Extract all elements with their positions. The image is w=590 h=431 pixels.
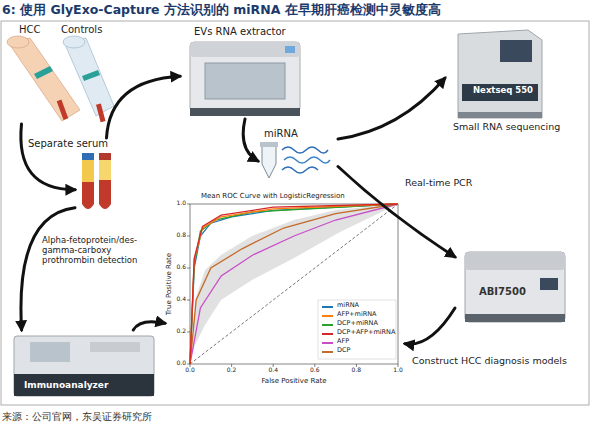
diagram-node: Separate serum xyxy=(75,138,120,220)
diagram-node: ABI7500 xyxy=(455,240,570,325)
pcr-machine xyxy=(465,252,565,322)
axis-label: 0.4 xyxy=(263,367,283,374)
axis-label: 0.8 xyxy=(346,367,366,374)
mirna-tube xyxy=(260,142,330,178)
diagram-node: HCC Controls xyxy=(5,24,115,124)
axis-label: False Positive Rate xyxy=(261,377,326,385)
node-label: Small RNA sequencing xyxy=(453,122,560,133)
node-label: Mean ROC Curve with LogisticRegression xyxy=(201,192,345,200)
legend-swatch xyxy=(322,351,333,353)
sequencer-machine xyxy=(458,30,542,118)
flow-arrow xyxy=(21,124,75,190)
axis-label: 1.0 xyxy=(166,200,186,207)
arm-illustration xyxy=(7,36,114,122)
flow-arrow xyxy=(21,208,75,330)
legend-swatch xyxy=(322,324,333,326)
diagram-node: miRNA xyxy=(258,128,338,183)
flow-arrow xyxy=(107,76,181,138)
legend-text: miRNA xyxy=(337,302,359,309)
axis-label: 0.2 xyxy=(222,367,242,374)
immunoanalyzer-machine xyxy=(14,336,154,396)
flow-arrow xyxy=(338,78,445,139)
node-label: Separate serum xyxy=(28,138,108,150)
legend-swatch xyxy=(322,333,333,335)
diagram-node: Immunoanalyzer xyxy=(10,330,155,398)
serum-tubes xyxy=(82,153,111,209)
node-label: EVs RNA extractor xyxy=(194,26,286,38)
source-caption: 来源：公司官网，东吴证券研究所 xyxy=(2,411,152,423)
node-label: Controls xyxy=(61,24,102,36)
legend-text: AFP+miRNA xyxy=(337,311,377,318)
axis-label: 1.0 xyxy=(388,367,408,374)
legend-text: DCP+AFP+miRNA xyxy=(337,329,395,336)
diagram-node: Nextseq 550Small RNA sequencing xyxy=(445,22,557,134)
axis-label: 0.8 xyxy=(166,232,186,239)
flow-arrow xyxy=(405,308,455,344)
rna-extractor-machine xyxy=(190,42,300,116)
legend-box xyxy=(318,300,396,359)
flow-arrow xyxy=(133,322,165,330)
legend-swatch xyxy=(322,315,333,317)
legend-text: AFP xyxy=(337,338,349,345)
axis-label: 0.0 xyxy=(166,360,186,367)
edge-label: Real-time PCR xyxy=(405,178,472,189)
node-label: miRNA xyxy=(264,128,298,140)
axis-label: 0.0 xyxy=(180,367,200,374)
figure-frame xyxy=(1,21,589,405)
node-label: Immunoanalyzer xyxy=(24,380,108,390)
node-label: ABI7500 xyxy=(479,286,526,298)
legend-text: DCP xyxy=(337,347,350,354)
figure-title: 6: 使用 GlyExo-Capture 方法识别的 miRNA 在早期肝癌检测… xyxy=(2,3,441,17)
axis-label: 0.6 xyxy=(305,367,325,374)
edge-label: Alpha-fetoprotein/des-gamma-carboxy prot… xyxy=(42,236,164,265)
edge-label: Construct HCC diagnosis models xyxy=(412,356,567,367)
node-label: Nextseq 550 xyxy=(473,86,533,96)
axis-label: 0.2 xyxy=(166,328,186,335)
node-label: HCC xyxy=(19,24,40,36)
legend-swatch xyxy=(322,342,333,344)
axis-label: True Positive Rate xyxy=(165,253,173,315)
legend-text: DCP+miRNA xyxy=(337,320,378,327)
flow-arrow xyxy=(243,119,258,161)
roc-chart xyxy=(187,204,398,367)
diagram-node: Mean ROC Curve with LogisticRegression xyxy=(165,190,405,395)
legend-swatch xyxy=(322,306,333,308)
diagram-node: EVs RNA extractor xyxy=(180,24,310,119)
